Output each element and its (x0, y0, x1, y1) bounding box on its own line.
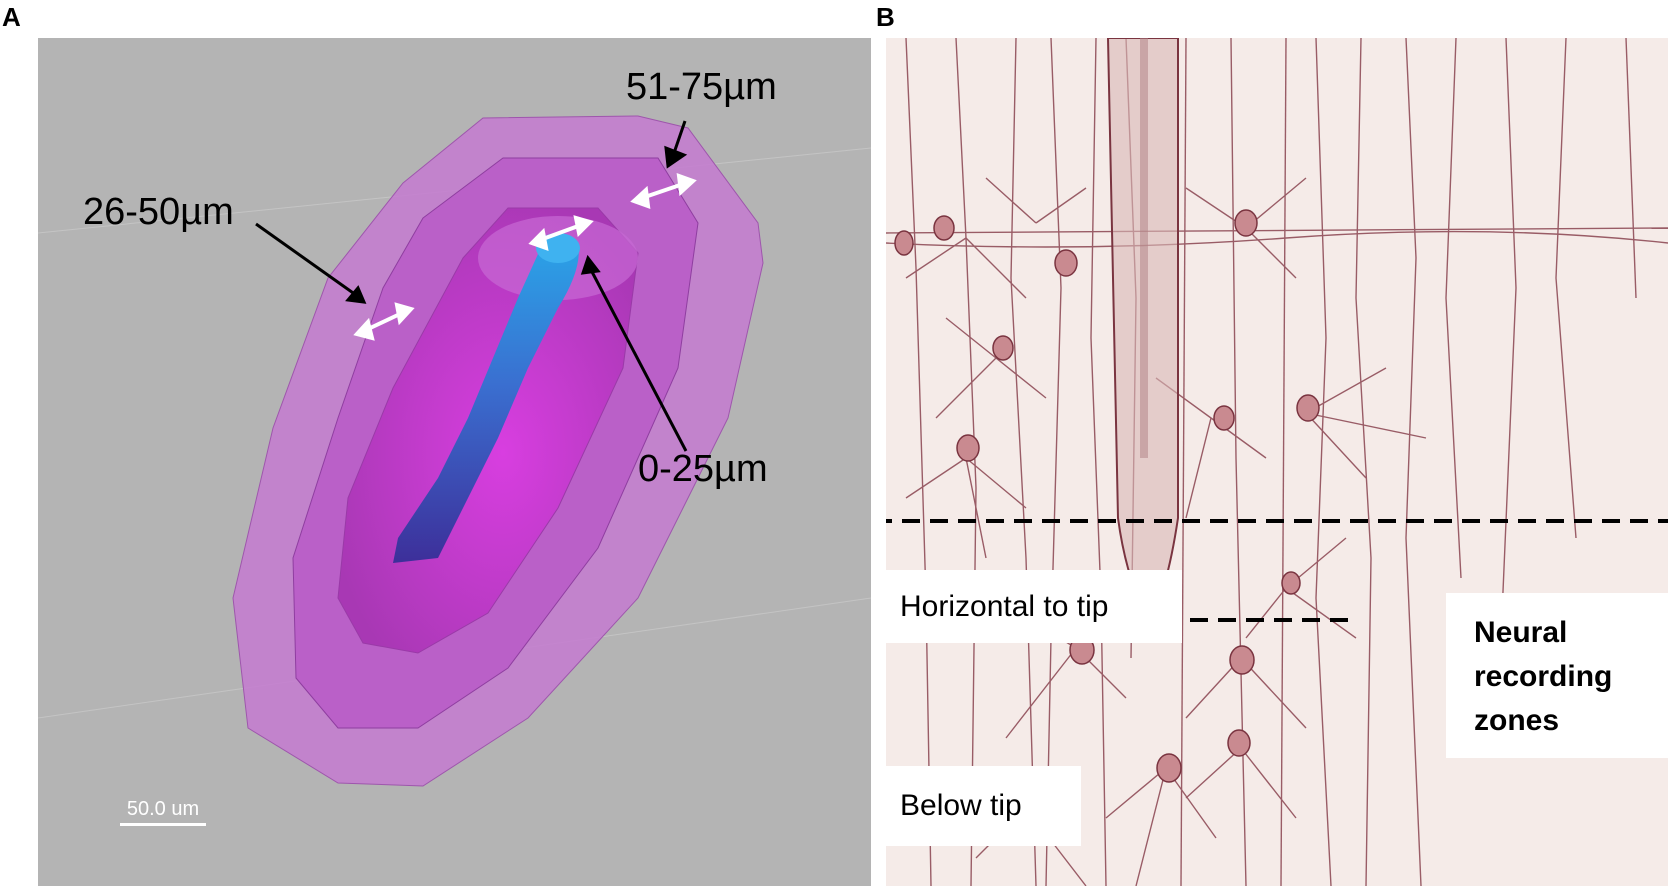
zones-title-line-1: Neural (1474, 616, 1568, 649)
panel-a-graphic (38, 115, 871, 787)
panel-b-letter: B (876, 2, 895, 32)
zones-title-line-3: zones (1474, 704, 1560, 737)
probe-track (393, 238, 579, 563)
zone-below-label: Below tip (886, 766, 1081, 846)
zones-title: Neural recording zones (1446, 593, 1668, 758)
thickness-arrows (353, 173, 697, 341)
zone-horizontal-label: Horizontal to tip (886, 570, 1182, 643)
probe-tip (536, 233, 580, 263)
label-0-25: 0-25µm (638, 448, 768, 490)
panel-a-letter: A (2, 2, 21, 32)
panel-a-3d-render: 51-75µm 26-50µm 0-25µm 50.0 um (38, 38, 871, 886)
neuron-drawing (886, 38, 1668, 886)
scale-bar-line (120, 823, 206, 826)
scale-bar: 50.0 um (120, 798, 206, 826)
panel-b-drawing: Horizontal to tip Below tip Neural recor… (886, 38, 1668, 886)
label-arrows (255, 120, 688, 452)
zones-title-line-2: recording (1474, 660, 1613, 693)
scale-bar-label: 50.0 um (126, 798, 200, 820)
label-26-50: 26-50µm (83, 191, 234, 233)
neuron-somas (894, 209, 1320, 823)
label-51-75: 51-75µm (626, 66, 777, 108)
dendrites (886, 38, 1668, 886)
